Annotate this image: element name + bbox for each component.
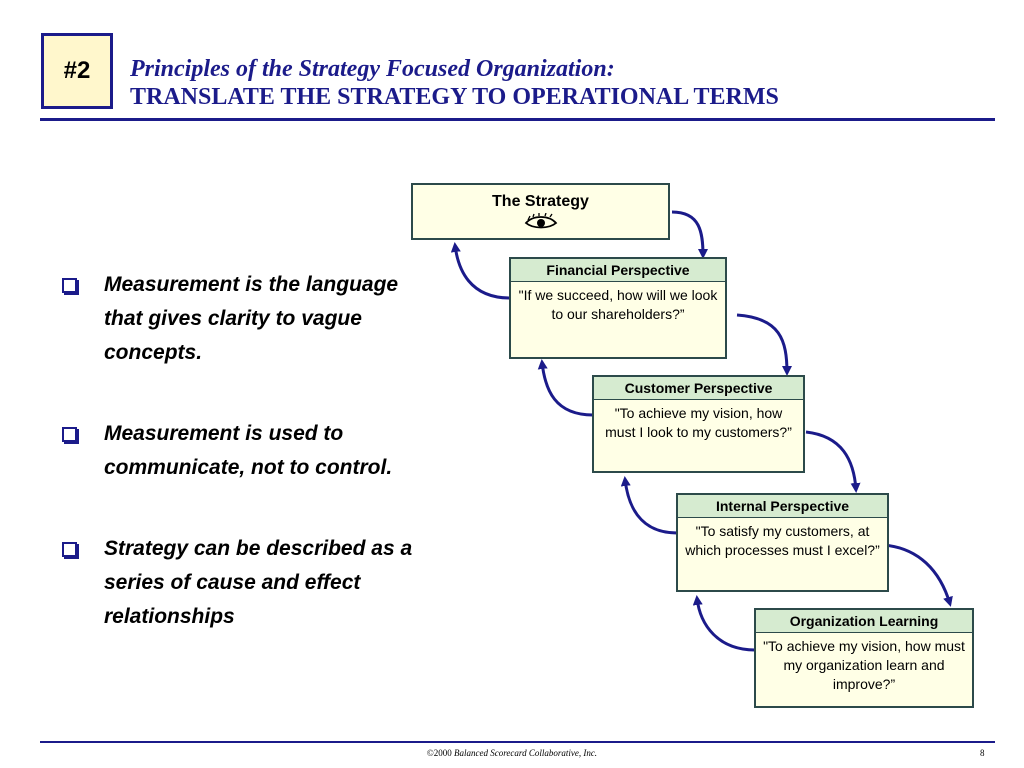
card-header: Internal Perspective [678, 495, 887, 518]
organization-learning-card: Organization Learning "To achieve my vis… [754, 608, 974, 708]
bullet-text: Measurement is used to communicate, not … [104, 422, 393, 479]
internal-perspective-card: Internal Perspective "To satisfy my cust… [676, 493, 889, 592]
eye-icon [413, 212, 668, 235]
strategy-label: The Strategy [492, 193, 589, 210]
card-question: "To achieve my vision, how must my organ… [763, 638, 965, 692]
copyright-year: ©2000 [426, 748, 452, 758]
down-arrow-1 [671, 210, 708, 259]
financial-perspective-card: Financial Perspective "If we succeed, ho… [509, 257, 727, 359]
up-arrow-2 [537, 359, 594, 417]
checkbox-bullet-icon [62, 278, 77, 293]
card-header: Financial Perspective [511, 259, 725, 282]
slide-number-badge: #2 [41, 33, 113, 109]
down-arrow-2 [736, 313, 792, 376]
up-arrow-1 [450, 242, 511, 300]
card-question: "To satisfy my customers, at which proce… [685, 523, 880, 558]
checkbox-bullet-icon [62, 542, 77, 557]
title-line-1: Principles of the Strategy Focused Organ… [130, 56, 615, 82]
bullet-item: Measurement is used to communicate, not … [60, 417, 440, 485]
copyright-org: Balanced Scorecard Collaborative, Inc. [454, 748, 598, 758]
bullet-item: Strategy can be described as a series of… [60, 532, 440, 634]
bullet-text: Measurement is the language that gives c… [104, 273, 399, 364]
up-arrow-3 [620, 476, 678, 535]
card-header: Organization Learning [756, 610, 972, 633]
bullet-list: Measurement is the language that gives c… [60, 268, 440, 681]
up-arrow-4 [692, 595, 756, 652]
customer-perspective-card: Customer Perspective "To achieve my visi… [592, 375, 805, 473]
strategy-box: The Strategy [411, 183, 670, 240]
card-question: "If we succeed, how will we look to our … [518, 287, 718, 322]
slide-title: Principles of the Strategy Focused Organ… [130, 55, 779, 111]
checkbox-bullet-icon [62, 427, 77, 442]
footer-divider [40, 741, 995, 743]
footer-copyright: ©2000 Balanced Scorecard Collaborative, … [0, 748, 1024, 758]
card-header: Customer Perspective [594, 377, 803, 400]
bullet-item: Measurement is the language that gives c… [60, 268, 440, 370]
page-number: 8 [980, 748, 985, 758]
title-divider [40, 118, 995, 121]
card-question: "To achieve my vision, how must I look t… [605, 405, 792, 440]
bullet-text: Strategy can be described as a series of… [104, 537, 413, 628]
down-arrow-3 [805, 430, 861, 493]
down-arrow-4 [883, 543, 953, 607]
title-line-2: TRANSLATE THE STRATEGY TO OPERATIONAL TE… [130, 84, 779, 110]
